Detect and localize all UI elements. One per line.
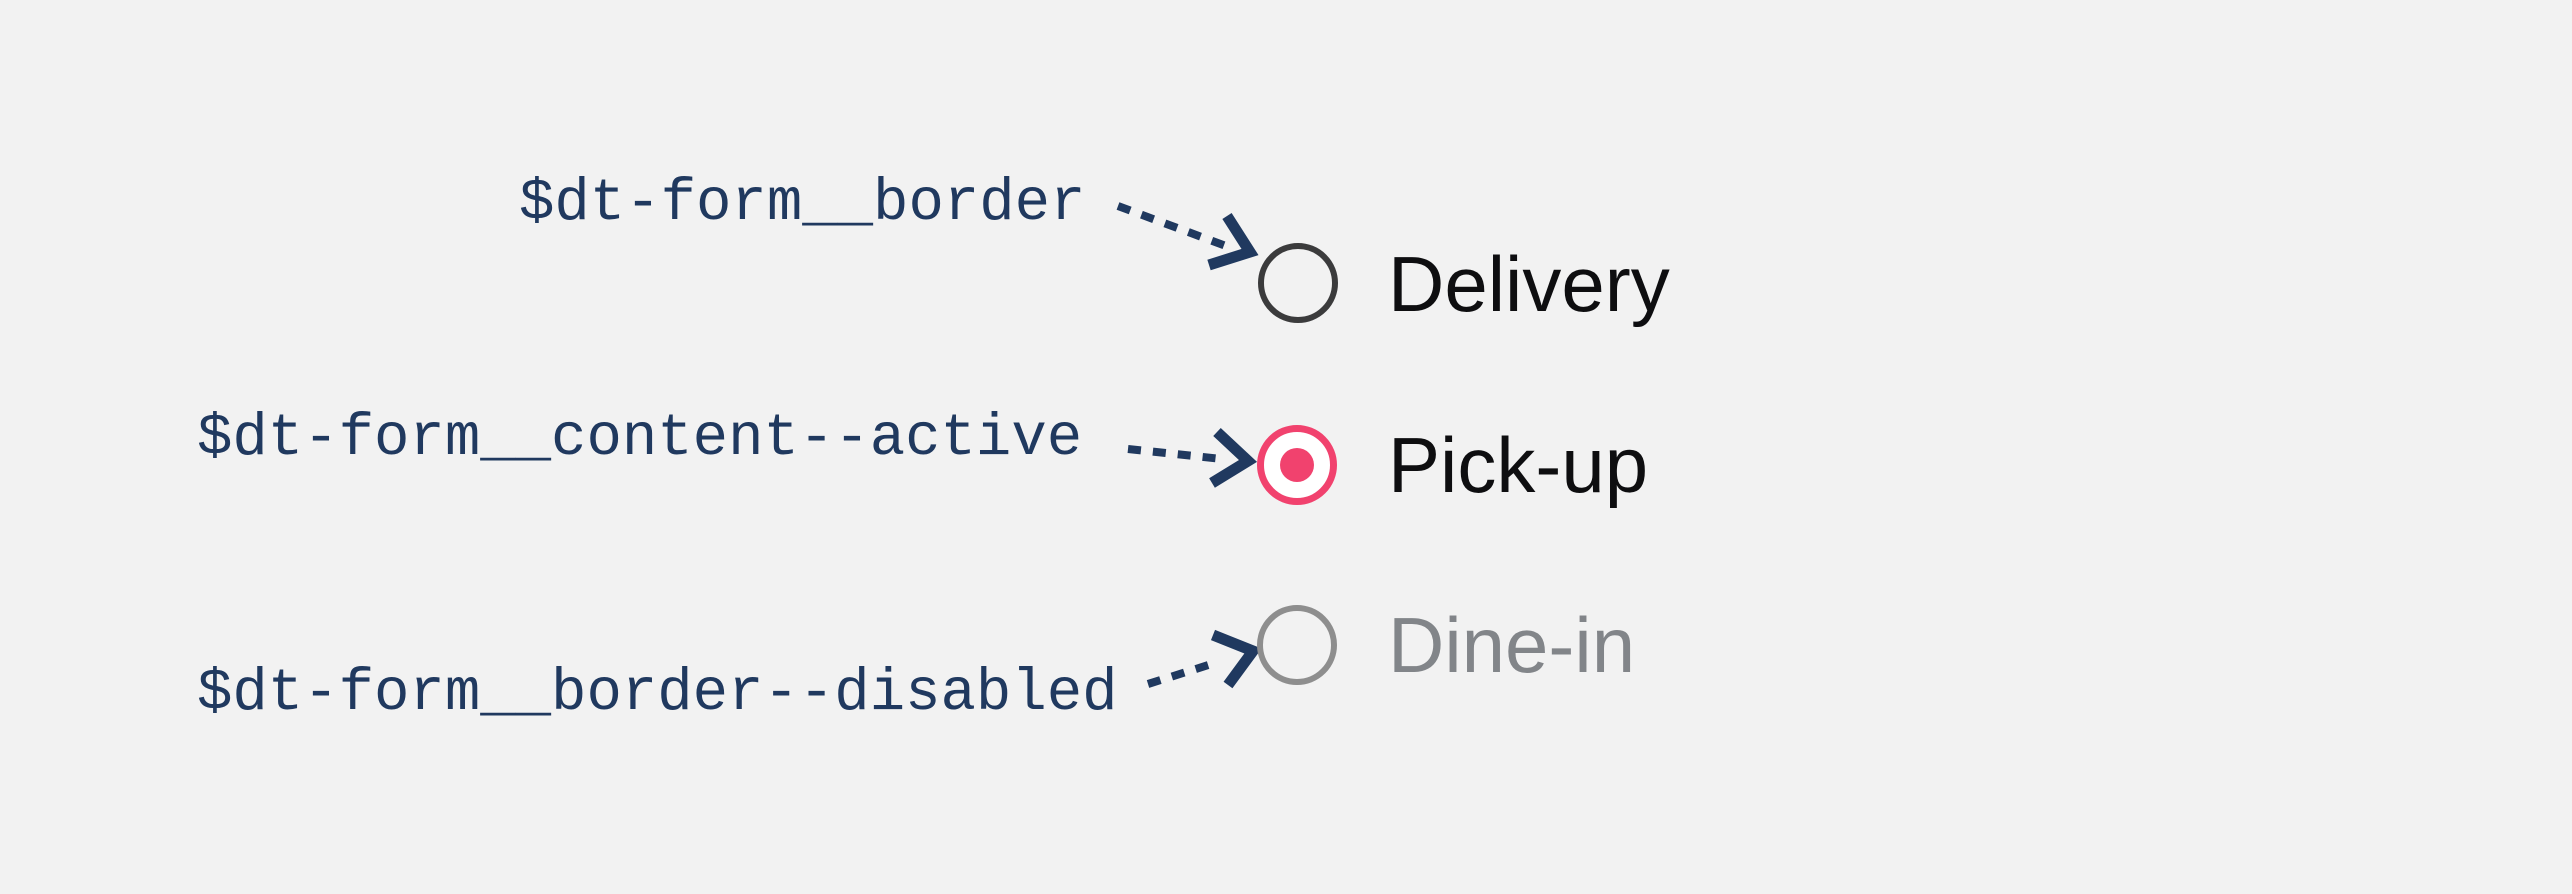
radio-label-pickup[interactable]: Pick-up [1388, 421, 1649, 509]
radio-button-delivery[interactable] [1258, 243, 1338, 323]
annotation-arrow-border [1116, 202, 1259, 271]
radio-button-dinein-disabled [1257, 605, 1337, 685]
annotation-arrow-border-disabled [1146, 629, 1262, 689]
token-label-border-disabled: $dt-form__border--disabled [197, 660, 1118, 727]
annotation-arrow-content-active [1127, 427, 1258, 488]
radio-label-delivery[interactable]: Delivery [1388, 240, 1670, 328]
token-label-border: $dt-form__border [519, 170, 1086, 237]
radio-button-pickup-selected[interactable] [1257, 425, 1337, 505]
token-label-content-active: $dt-form__content--active [197, 405, 1083, 472]
radio-label-dinein: Dine-in [1388, 601, 1636, 689]
